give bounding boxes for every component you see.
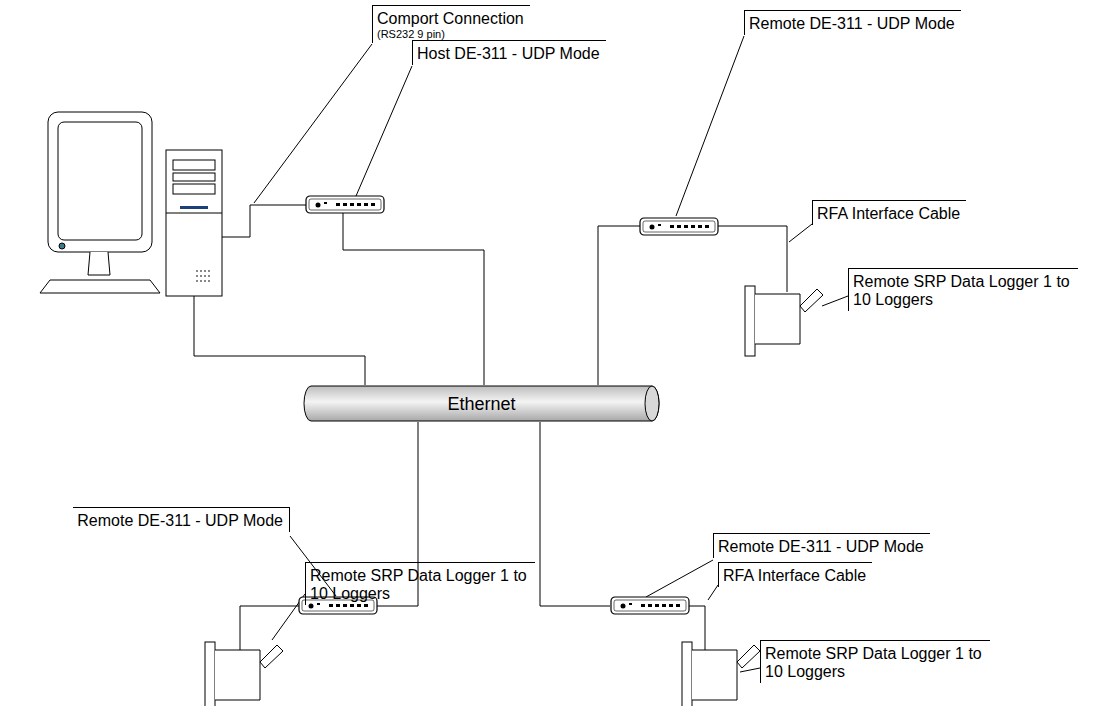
callout-text: Remote DE-311 - UDP Mode bbox=[718, 538, 924, 556]
callout-text: RFA Interface Cable bbox=[723, 567, 866, 585]
callout-text: Remote SRP Data Logger 1 to 10 Loggers bbox=[310, 567, 529, 603]
callout-box: Remote SRP Data Logger 1 to 10 Loggers bbox=[305, 562, 535, 605]
host-device bbox=[306, 196, 384, 213]
callout-box: Host DE-311 - UDP Mode bbox=[412, 40, 606, 65]
callout-text: Host DE-311 - UDP Mode bbox=[417, 45, 600, 63]
computer bbox=[40, 112, 222, 296]
callout-box: Remote SRP Data Logger 1 to 10 Loggers bbox=[848, 268, 1078, 311]
callout-box: RFA Interface Cable bbox=[718, 562, 872, 587]
remote-device bbox=[611, 597, 689, 614]
callout-box: Remote DE-311 - UDP Mode bbox=[73, 507, 290, 532]
callout-box: Remote SRP Data Logger 1 to 10 Loggers bbox=[760, 640, 990, 683]
callout-box: Remote DE-311 - UDP Mode bbox=[713, 533, 930, 558]
callout-box: RFA Interface Cable bbox=[812, 200, 966, 225]
callout-text: Comport Connection bbox=[377, 10, 524, 28]
data-logger bbox=[745, 286, 823, 356]
bus-label: Ethernet bbox=[447, 395, 515, 413]
remote-device bbox=[640, 218, 718, 235]
data-logger bbox=[205, 642, 283, 706]
ethernet-bus: Ethernet bbox=[303, 385, 660, 422]
callout-box: Comport Connection(RS232 9 pin) bbox=[372, 5, 530, 43]
callout-text: Remote DE-311 - UDP Mode bbox=[749, 15, 955, 33]
callout-text: Remote SRP Data Logger 1 to 10 Loggers bbox=[765, 645, 984, 681]
data-logger bbox=[682, 642, 760, 706]
callout-text: Remote SRP Data Logger 1 to 10 Loggers bbox=[853, 273, 1072, 309]
callout-box: Remote DE-311 - UDP Mode bbox=[744, 10, 961, 35]
callout-text: RFA Interface Cable bbox=[817, 205, 960, 223]
callout-text: Remote DE-311 - UDP Mode bbox=[77, 512, 283, 530]
